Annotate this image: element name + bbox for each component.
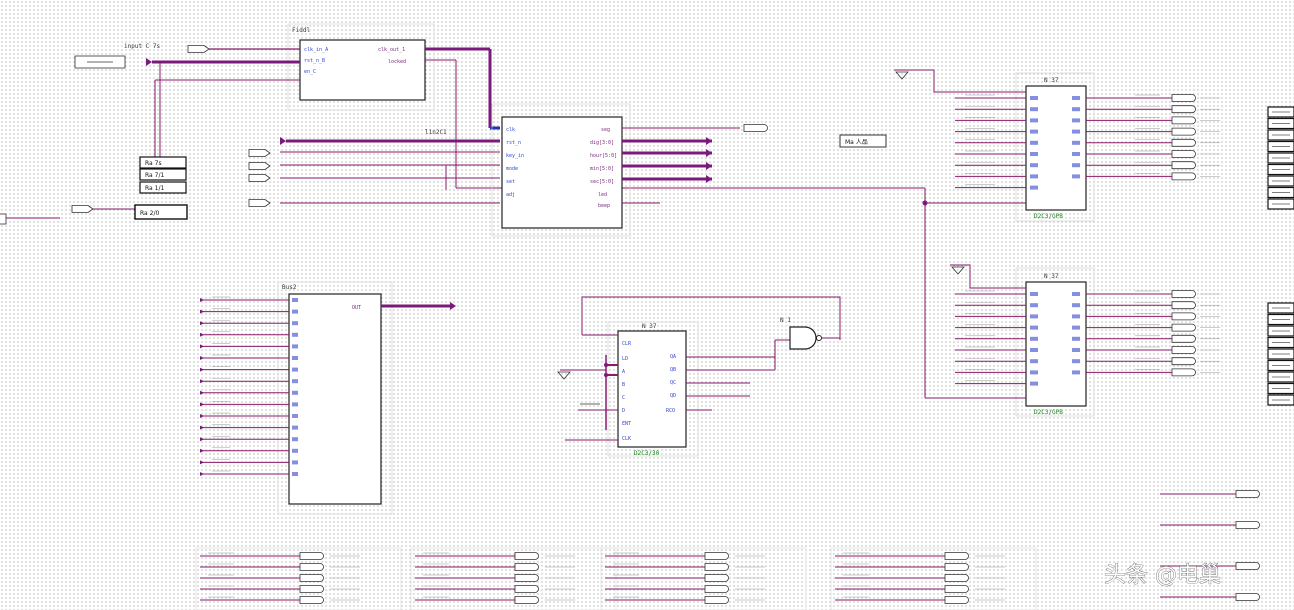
top-input-label: input C 7s (124, 43, 161, 50)
center-left-wiring: Ma 人品 (0, 124, 887, 225)
bottom-port-groups (195, 547, 1037, 610)
output-label-text: Ma 人品 (845, 139, 868, 146)
counter-block-part: D2C3/30 (634, 450, 660, 457)
svg-text:key_in: key_in (506, 153, 524, 159)
side-label-1: Ra 7/1 (145, 172, 164, 179)
output-label-box (839, 134, 887, 148)
svg-text:rst_n_B: rst_n_B (304, 58, 325, 64)
decoder-top-block[interactable]: N 37 D2C3/GPB (1015, 72, 1095, 222)
decoder-bottom-part: D2C3/GPB (1034, 409, 1063, 416)
side-label-bottom: Ra 2/0 (140, 210, 159, 217)
svg-text:RCO: RCO (666, 408, 675, 414)
mux-input-wires (200, 296, 289, 476)
svg-text:set: set (506, 179, 515, 185)
svg-text:led: led (598, 192, 607, 198)
svg-text:D: D (622, 408, 625, 414)
right-label-stack-top (1267, 106, 1294, 210)
svg-text:adj: adj (506, 192, 515, 198)
bottom-right-ports (1160, 490, 1260, 601)
watermark: 头条 @电巢 (1104, 563, 1221, 588)
svg-text:QA: QA (670, 354, 676, 360)
svg-text:locked: locked (388, 59, 406, 65)
svg-text:clk: clk (506, 127, 515, 133)
input-port-b[interactable] (248, 162, 271, 170)
seg-output-port[interactable] (743, 124, 768, 132)
side-label-0: Ra 7s (145, 160, 162, 167)
top-small-block[interactable]: Fiddl clk_in_A rst_n_B en_C clk_out_1 lo… (287, 23, 435, 111)
top-small-block-title: Fiddl (292, 27, 310, 34)
svg-text:min[5:0]: min[5:0] (590, 166, 614, 172)
input-port-c[interactable] (248, 174, 271, 182)
center-left-block-title: l1n2C1 (425, 129, 447, 136)
counter-wiring (557, 296, 841, 441)
svg-text:hour[5:0]: hour[5:0] (590, 153, 617, 159)
svg-text:rst_n: rst_n (506, 140, 521, 146)
decoder-bottom-title: N 37 (1044, 273, 1059, 280)
big-mux-block-title: Bus2 (282, 284, 297, 291)
svg-text:C: C (622, 395, 625, 401)
svg-text:LD: LD (622, 356, 628, 362)
input-port-d[interactable] (248, 199, 271, 207)
side-label-stack: Ra 7s Ra 7/1 Ra 1/1 Ra 2/0 (134, 156, 188, 220)
svg-text:A: A (622, 369, 625, 375)
svg-text:en_C: en_C (304, 69, 316, 75)
svg-text:clk_out_1: clk_out_1 (378, 47, 405, 53)
svg-text:ENT: ENT (622, 421, 631, 427)
svg-text:clk_in_A: clk_in_A (304, 47, 328, 53)
svg-text:QB: QB (670, 367, 676, 373)
side-label-2: Ra 1/1 (145, 185, 164, 192)
svg-text:QC: QC (670, 380, 676, 386)
counter-block[interactable]: N 37 D2C3/30 CLR LD A B C D ENT CLK QA Q… (607, 321, 699, 457)
svg-text:CLK: CLK (622, 436, 631, 442)
svg-text:seg: seg (601, 127, 610, 133)
svg-text:mode: mode (506, 166, 518, 172)
nand-gate[interactable]: N 1 (780, 317, 840, 350)
decoder-top-wiring (955, 94, 1220, 189)
big-mux-block[interactable]: Bus2 OUT (277, 281, 393, 515)
top-left-inputs: input C 7s (74, 43, 925, 189)
input-port-e[interactable] (71, 205, 94, 213)
svg-text:QD: QD (670, 393, 676, 399)
decoder-bottom-block[interactable]: N 37 D2C3/GPB (1015, 267, 1095, 417)
clk-input-port[interactable] (187, 45, 210, 53)
nand-gate-title: N 1 (780, 317, 791, 324)
svg-text:B: B (622, 382, 625, 388)
svg-text:dig[3:0]: dig[3:0] (590, 140, 614, 146)
svg-text:sec[5:0]: sec[5:0] (590, 179, 614, 185)
svg-text:CLR: CLR (622, 341, 632, 347)
input-port-a[interactable] (248, 149, 271, 157)
decoder-top-title: N 37 (1044, 77, 1059, 84)
decoder-top-part: D2C3/GPB (1034, 213, 1063, 220)
center-left-block[interactable]: l1n2C1 clk rst_n key_in mode set adj seg… (425, 103, 631, 237)
svg-text:beep: beep (598, 203, 610, 209)
counter-block-title: N 37 (642, 323, 657, 330)
decoder-bottom-wiring (955, 290, 1220, 385)
right-label-stack-bottom (1267, 302, 1294, 406)
svg-text:OUT: OUT (352, 305, 361, 311)
decoder-trunk (894, 69, 1026, 399)
